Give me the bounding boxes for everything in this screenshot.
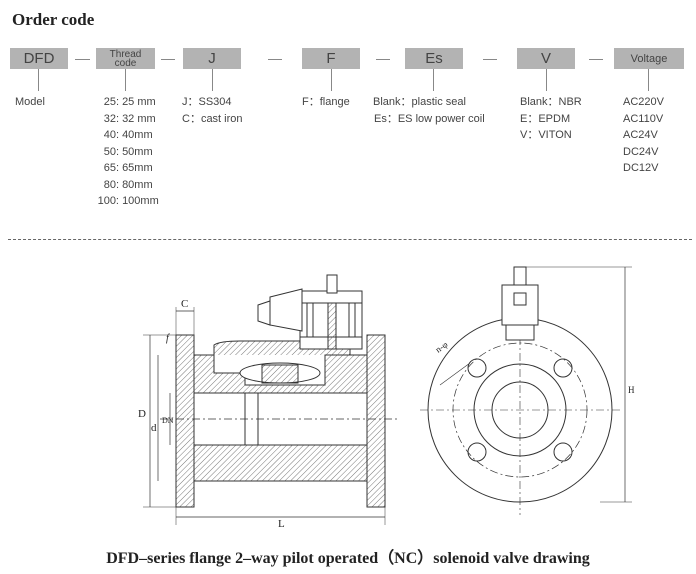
bolt-hole: [553, 442, 573, 462]
voltage-box: Voltage: [614, 48, 684, 69]
label-f: f: [166, 333, 170, 344]
voltage-label: Voltage: [630, 52, 668, 65]
material-options: J：SS304 C：cast iron: [182, 94, 243, 127]
label-L: L: [278, 518, 285, 530]
connector-line: [331, 69, 332, 91]
coil-windings: [306, 303, 356, 337]
seal-option: Blank：plastic seal: [373, 96, 466, 108]
connector-line: [38, 69, 39, 91]
thread-option: 65: 65mm: [103, 162, 153, 174]
material-code: J: [208, 50, 216, 67]
connector-line: [433, 69, 434, 91]
voltage-option: DC24V: [623, 145, 659, 158]
gasket-option: Blank：NBR: [520, 96, 582, 108]
thread-option: 32: 32 mm: [103, 112, 156, 125]
connector-line: [648, 69, 649, 91]
coil-connector: [269, 288, 303, 332]
voltage-options: AC220V AC110V AC24V DC24V DC12V: [623, 94, 664, 177]
model-code: DFD: [23, 50, 55, 67]
connection-box: F: [302, 48, 360, 69]
thread-option: 80: 80mm: [103, 178, 153, 191]
bolt-hole: [467, 358, 487, 378]
connection-option: F：flange: [302, 94, 350, 111]
thread-label-line1: Thread: [109, 48, 142, 60]
order-code-heading: Order code: [12, 10, 95, 29]
label-D: D: [138, 408, 146, 420]
label-d: d: [151, 422, 157, 434]
thread-option: 50: 50mm: [103, 145, 153, 158]
connector-dash: [161, 59, 175, 60]
connector-dash: [376, 59, 390, 60]
thread-option: 40: 40mm: [103, 129, 153, 141]
gasket-box: V: [517, 48, 575, 69]
gasket-option: E：EPDM: [520, 112, 571, 125]
gasket-option: V：VITON: [520, 129, 572, 141]
seal-option: Es：ES low power coil: [374, 112, 485, 125]
bolt-hole: [553, 358, 573, 378]
label-c: C: [181, 298, 188, 310]
material-option: C：cast iron: [182, 112, 243, 125]
material-box: J: [183, 48, 241, 69]
thread-options: 25: 25 mm 32: 32 mm 40: 40mm 50: 50mm 65…: [86, 94, 159, 210]
model-option: Model: [15, 96, 45, 108]
connector-dash: [75, 59, 90, 60]
connector-dash: [589, 59, 603, 60]
gasket-code: V: [540, 50, 551, 67]
side-view: [143, 274, 400, 525]
connector-dash: [268, 59, 282, 60]
drawing-caption: DFD–series flange 2–way pilot operated（N…: [106, 550, 590, 567]
connector-line: [546, 69, 547, 91]
seal-code: Es: [425, 50, 443, 67]
connector-line: [125, 69, 126, 91]
voltage-option: DC12V: [623, 162, 659, 174]
valve-technical-drawing: C f D d DN L H n-φ: [138, 266, 635, 530]
voltage-option: AC220V: [623, 96, 664, 108]
voltage-option: AC24V: [623, 129, 658, 141]
connector-line: [212, 69, 213, 91]
thread-box: Thread code: [96, 48, 155, 69]
thread-option: 25: 25 mm: [103, 96, 156, 108]
left-flange: [175, 334, 195, 508]
label-H: H: [628, 385, 635, 395]
label-DN: DN: [162, 416, 174, 425]
section-separator: [8, 239, 692, 240]
material-option: J：SS304: [182, 96, 232, 108]
seal-box: Es: [405, 48, 463, 69]
model-box: DFD: [10, 48, 68, 69]
connection-option-text: F：flange: [302, 96, 350, 108]
connection-code: F: [326, 50, 336, 67]
seal-options: Blank：plastic seal Es：ES low power coil: [373, 94, 485, 127]
bolt-hole: [467, 442, 487, 462]
gasket-options: Blank：NBR E：EPDM V：VITON: [520, 94, 582, 144]
voltage-option: AC110V: [623, 112, 664, 125]
label-n-phi: n-φ: [433, 339, 449, 354]
thread-label-line2: code: [114, 57, 137, 69]
thread-option: 100: 100mm: [97, 195, 159, 207]
right-flange: [366, 334, 386, 508]
body-lower: [193, 444, 368, 482]
front-view: [420, 266, 632, 515]
connector-dash: [483, 59, 497, 60]
